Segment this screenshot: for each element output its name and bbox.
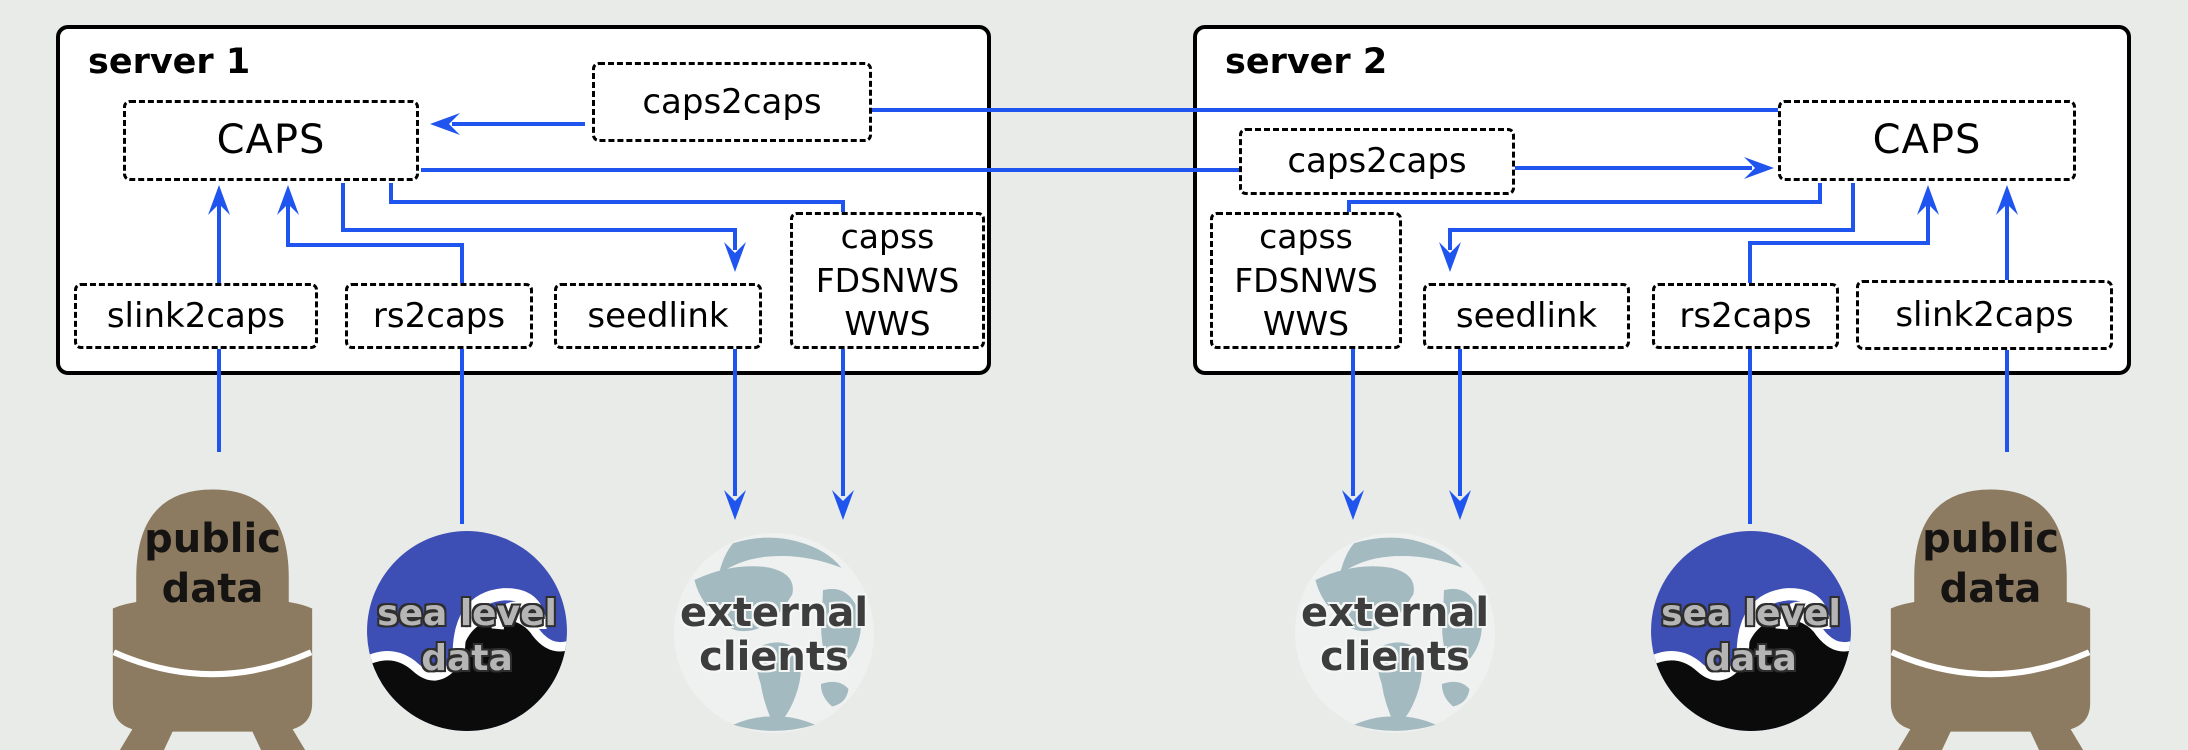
module-caps-server2-label: CAPS	[1872, 116, 1982, 163]
external-clients-label-left: external clients	[672, 591, 876, 679]
external-clients-label-line1: external	[1300, 590, 1490, 636]
module-seedlink-server1: seedlink	[554, 283, 762, 349]
globe-icon	[1295, 533, 1495, 733]
external-clients-label-right: external clients	[1293, 591, 1497, 679]
module-capss-server1-line2: FDSNWS	[815, 260, 960, 300]
sea-level-label-line1: sea level	[377, 593, 557, 634]
module-capss-server1-line3: WWS	[844, 304, 931, 344]
sea-level-data-label-left: sea level data	[365, 591, 569, 681]
module-caps2caps-server1: caps2caps	[592, 62, 872, 142]
module-caps2caps-server2-label: caps2caps	[1287, 141, 1467, 182]
module-caps-server1-label: CAPS	[216, 116, 326, 163]
wave-logo-icon	[1651, 531, 1851, 731]
module-seedlink-server1-label: seedlink	[587, 295, 729, 336]
wave-logo-icon	[367, 531, 567, 731]
server1-title: server 1	[88, 42, 251, 82]
module-caps2caps-server1-label: caps2caps	[642, 81, 822, 122]
module-rs2caps-server2-label: rs2caps	[1679, 295, 1812, 336]
sea-level-data-icon-right: sea level data	[1649, 529, 1853, 733]
public-data-label-line1: public	[144, 516, 281, 562]
sea-level-data-label-right: sea level data	[1649, 591, 1853, 681]
sea-level-label-line2: data	[1705, 638, 1797, 679]
external-clients-label-line2: clients	[1320, 634, 1470, 680]
public-data-label-left: public data	[100, 514, 325, 614]
module-slink2caps-server2-label: slink2caps	[1895, 294, 2074, 335]
module-slink2caps-server1-label: slink2caps	[106, 295, 286, 336]
module-caps-server1: CAPS	[123, 100, 419, 181]
globe-icon	[674, 533, 874, 733]
sea-level-label-line1: sea level	[1661, 593, 1841, 634]
module-slink2caps-server1: slink2caps	[74, 283, 318, 349]
public-data-label-line1: public	[1922, 516, 2059, 562]
module-capss-server2-line3: WWS	[1262, 304, 1350, 344]
external-clients-icon-right: external clients	[1293, 531, 1497, 735]
external-clients-label-line2: clients	[699, 634, 849, 680]
sea-level-label-line2: data	[421, 638, 513, 679]
server2-title: server 2	[1225, 42, 1388, 82]
external-clients-label-line1: external	[679, 590, 869, 636]
module-caps-server2: CAPS	[1778, 100, 2076, 181]
module-rs2caps-server1-label: rs2caps	[372, 295, 506, 336]
module-seedlink-server2: seedlink	[1423, 283, 1630, 349]
module-slink2caps-server2: slink2caps	[1856, 280, 2113, 350]
sea-level-data-icon-left: sea level data	[365, 529, 569, 733]
module-caps2caps-server2: caps2caps	[1239, 128, 1515, 195]
external-clients-icon-left: external clients	[672, 531, 876, 735]
module-capss-server2-line2: FDSNWS	[1234, 260, 1378, 300]
module-capss-server1: capss FDSNWS WWS	[790, 212, 985, 349]
module-capss-server2: capss FDSNWS WWS	[1210, 212, 1402, 349]
public-data-icon-left: public data	[100, 456, 325, 750]
module-seedlink-server2-label: seedlink	[1455, 295, 1598, 336]
public-data-label-line2: data	[161, 566, 264, 612]
public-data-label-line2: data	[1939, 566, 2042, 612]
module-capss-server1-line1: capss	[840, 217, 935, 257]
module-capss-server2-line1: capss	[1259, 217, 1353, 257]
seismometer-icon	[1890, 489, 2091, 750]
module-rs2caps-server2: rs2caps	[1652, 283, 1839, 349]
seismometer-icon	[112, 489, 313, 750]
public-data-label-right: public data	[1878, 514, 2103, 614]
public-data-icon-right: public data	[1878, 456, 2103, 750]
module-rs2caps-server1: rs2caps	[345, 283, 533, 349]
